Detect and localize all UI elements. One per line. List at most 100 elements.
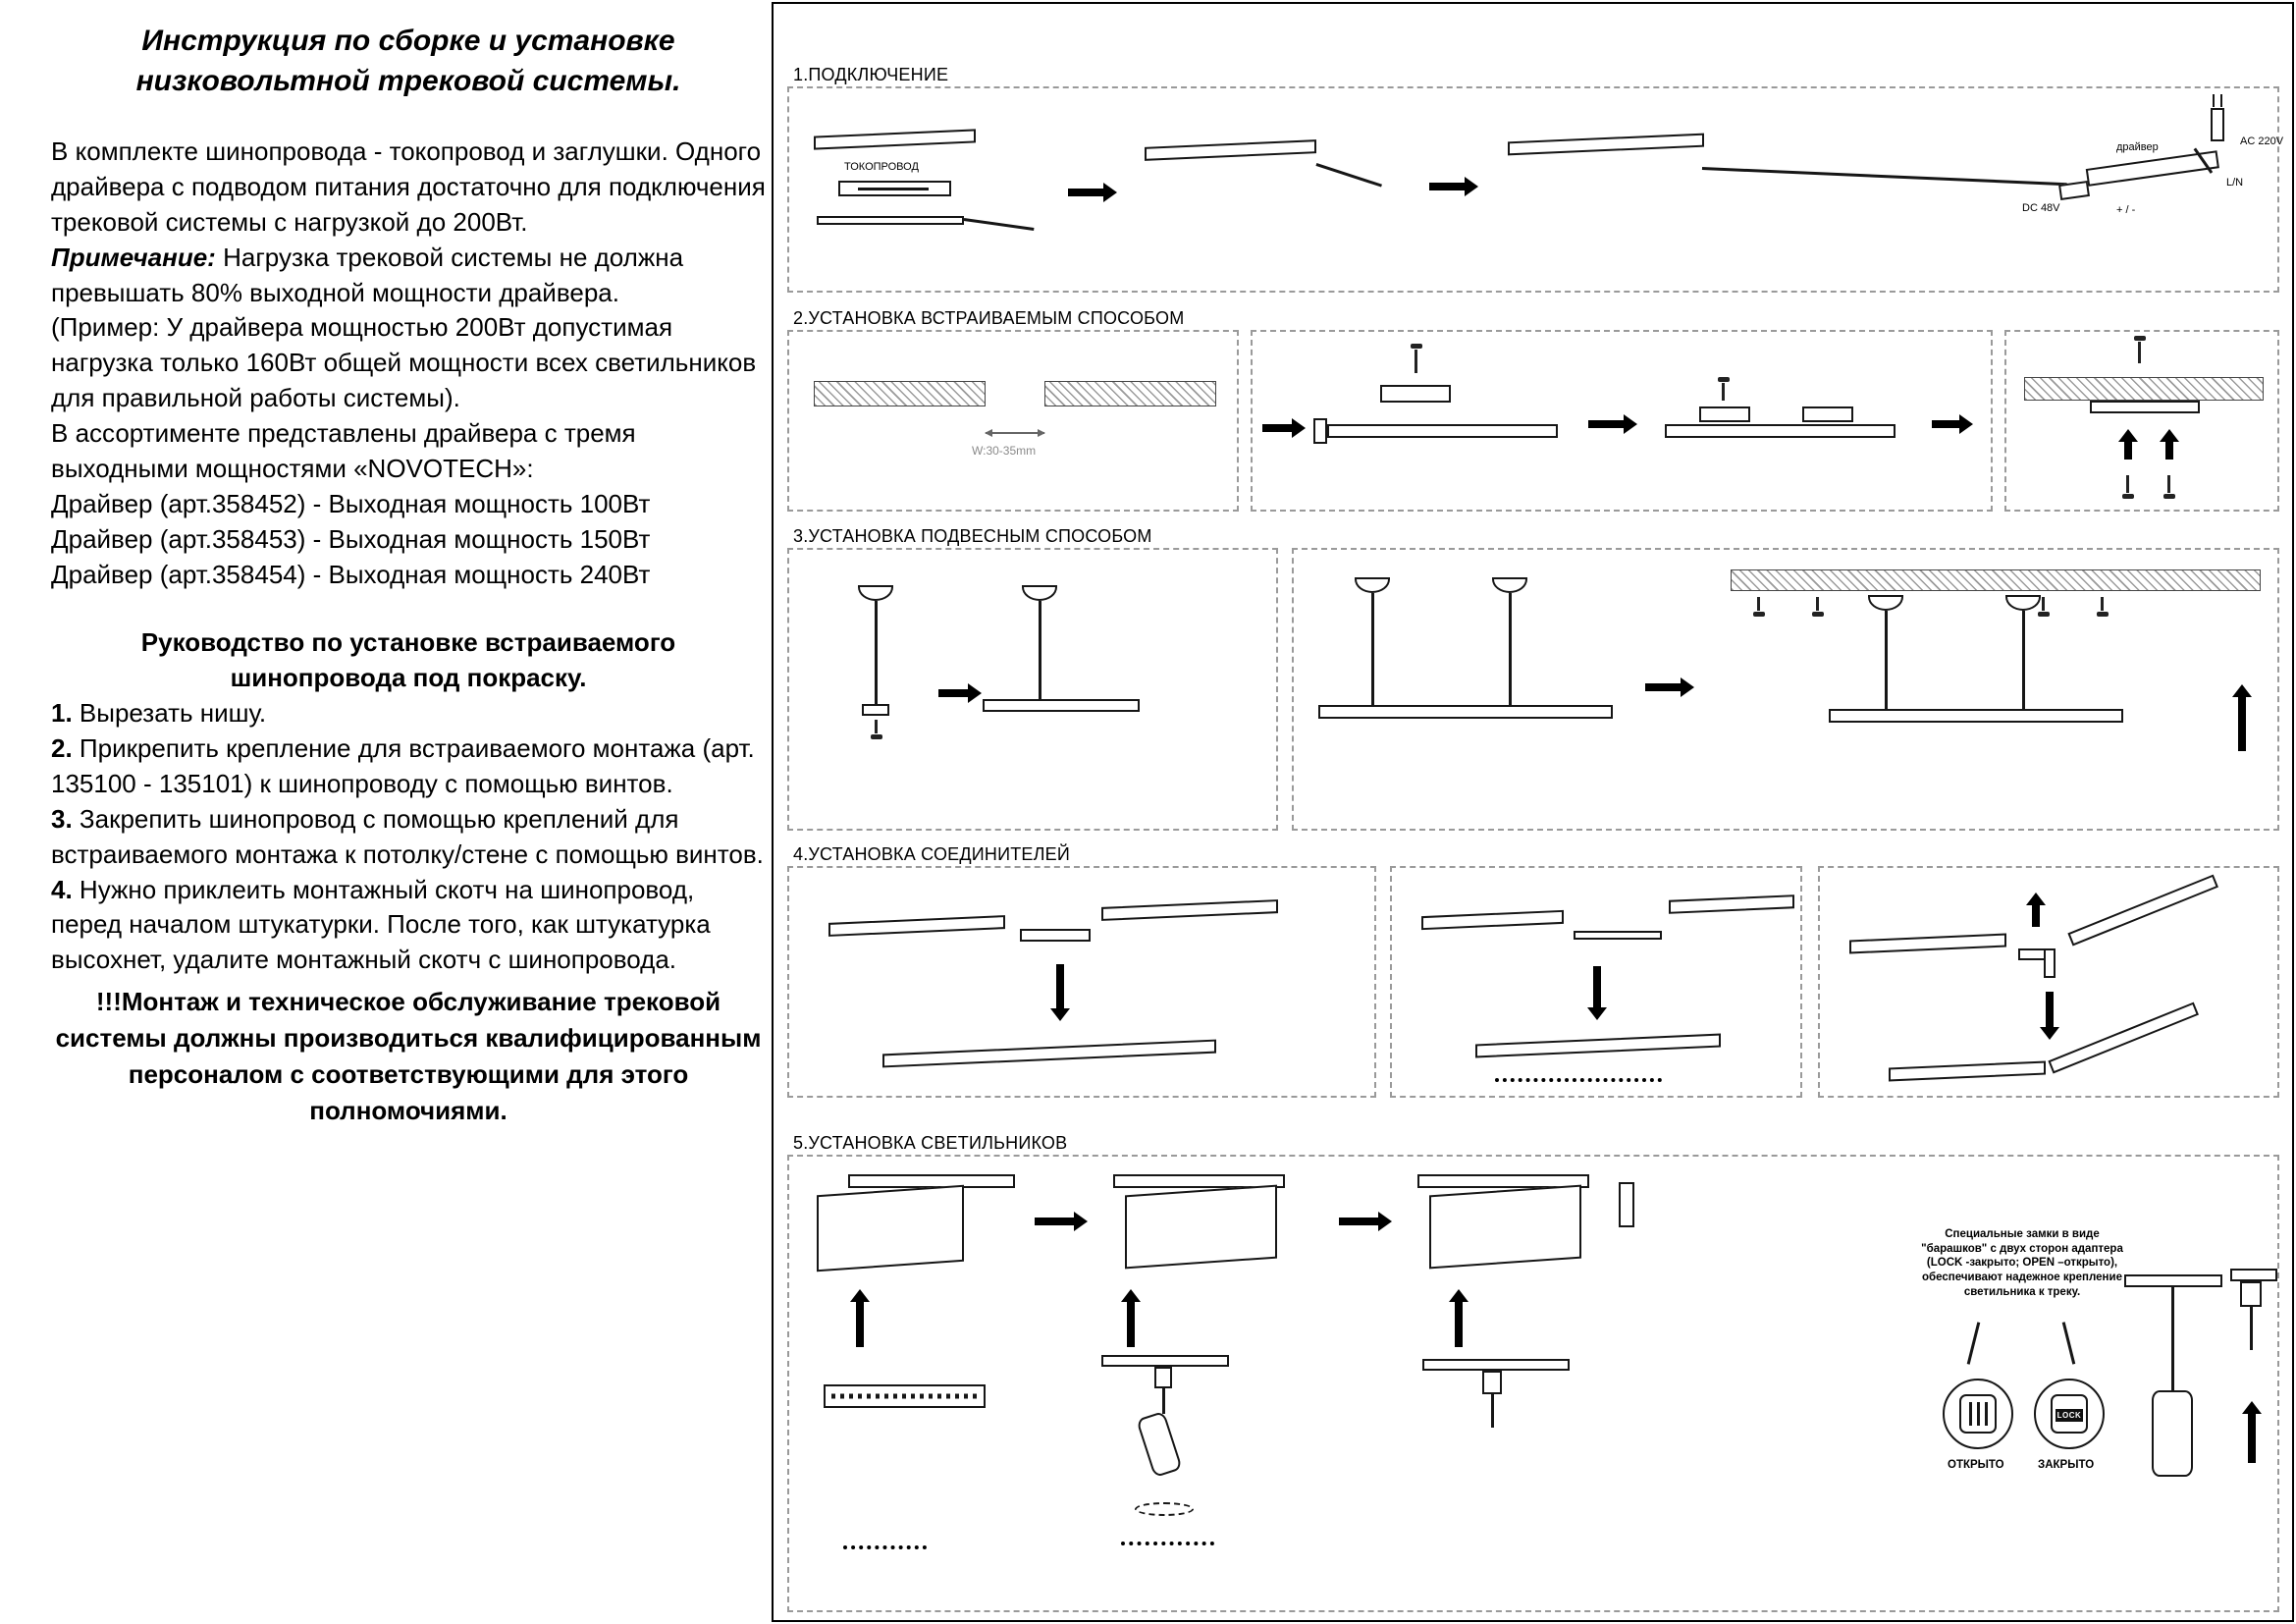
connector-piece — [1020, 929, 1091, 942]
busbar-label: ТОКОПРОВОД — [844, 161, 919, 173]
magnet-module — [1125, 1184, 1277, 1270]
suspension-rod — [1509, 593, 1512, 706]
corner-connector — [2044, 948, 2056, 978]
track-bar — [1849, 933, 2006, 954]
section-2-box-b — [1251, 330, 1993, 512]
track-clamp — [862, 704, 889, 716]
spot-luminaire — [1136, 1410, 1183, 1479]
driver-label: драйвер — [2116, 141, 2159, 153]
track-bar — [1101, 899, 1278, 921]
arrow-up-icon — [1449, 1289, 1468, 1347]
end-plate — [1313, 418, 1327, 444]
step-3-number: 3. — [51, 803, 73, 834]
arrow-right-icon — [1429, 177, 1478, 196]
section-5-title: 5.УСТАНОВКА СВЕТИЛЬНИКОВ — [793, 1133, 1068, 1153]
track-bar — [1101, 1355, 1229, 1367]
arrow-right-icon — [1068, 183, 1117, 202]
ln-label: L/N — [2226, 177, 2244, 189]
callout-line — [2061, 1322, 2075, 1365]
track-adapter — [1154, 1367, 1172, 1388]
magnet-module — [1429, 1184, 1581, 1270]
joined-track-angled — [2048, 1001, 2199, 1074]
pendant-canopy — [1492, 577, 1527, 593]
track-bar — [1508, 133, 1704, 156]
step-4-number: 4. — [51, 874, 73, 904]
ceiling-hatch — [1731, 569, 2261, 591]
section-4-box-a — [787, 866, 1376, 1098]
niche-width-label: W:30-35mm — [972, 444, 1037, 458]
section-4-box-c — [1818, 866, 2279, 1098]
track-bar — [1422, 1359, 1570, 1371]
mounting-screw-icon — [1757, 597, 1760, 611]
section-1-title: 1.ПОДКЛЮЧЕНИЕ — [793, 65, 949, 84]
callout-line — [1966, 1322, 1980, 1365]
track-adapter — [1482, 1371, 1502, 1394]
track-bar — [814, 129, 976, 150]
track-bar — [1113, 1174, 1285, 1188]
track-bar — [2230, 1269, 2277, 1281]
pendant-luminaire — [2152, 1390, 2193, 1477]
joined-track — [1475, 1033, 1721, 1058]
section-3-box-a — [787, 548, 1278, 831]
power-plug — [2211, 108, 2224, 141]
pendant-cord — [2171, 1287, 2174, 1390]
mounting-screw-icon — [2133, 336, 2146, 363]
suspension-rod — [2022, 611, 2025, 709]
ac-label: AC 220V — [2240, 135, 2284, 147]
page-title: Инструкция по сборке и установке низково… — [135, 25, 681, 97]
arrow-right-icon — [1339, 1212, 1392, 1231]
driver-line-3: Драйвер (арт.358454) - Выходная мощность… — [51, 559, 651, 589]
mounting-screw-icon — [1410, 344, 1422, 373]
pendant-canopy — [1022, 585, 1057, 601]
arrow-up-icon — [2242, 1401, 2262, 1463]
pendant-cord — [2250, 1307, 2253, 1350]
arrow-up-icon — [1121, 1289, 1141, 1347]
arrow-up-icon — [2118, 429, 2138, 460]
section-4-title: 4.УСТАНОВКА СОЕДИНИТЕЛЕЙ — [793, 844, 1070, 864]
step-3: 3. Закрепить шинопровод с помощью крепле… — [51, 802, 766, 873]
arrow-up-icon — [2026, 893, 2046, 927]
section-2-box-a: W:30-35mm — [787, 330, 1239, 512]
section-3-box-b — [1292, 548, 2279, 831]
dc-label: DC 48V — [2022, 202, 2060, 214]
arrow-right-icon — [1262, 418, 1306, 438]
recessed-bracket — [1380, 385, 1451, 403]
arrow-right-icon — [1932, 414, 1973, 434]
cable-line — [1701, 167, 2067, 186]
polarity-label: + / - — [2116, 204, 2136, 216]
dim-line — [985, 429, 1045, 437]
arrow-right-icon — [1645, 677, 1694, 697]
step-1: 1. Вырезать нишу. — [51, 696, 766, 731]
joined-track — [882, 1039, 1216, 1068]
section-2-title: 2.УСТАНОВКА ВСТРАИВАЕМЫМ СПОСОБОМ — [793, 308, 1185, 328]
step-1-text: Вырезать нишу. — [79, 698, 267, 729]
mounting-screw-icon — [875, 720, 878, 733]
lock-detail-closed: LOCK — [2034, 1379, 2105, 1449]
track-bar — [983, 699, 1140, 712]
plug-prong — [2213, 94, 2215, 107]
driver-line-1: Драйвер (арт.358452) - Выходная мощность… — [51, 488, 651, 518]
track-bar — [828, 915, 1005, 937]
step-2: 2. Прикрепить крепление для встраиваемог… — [51, 731, 766, 802]
connector-pin — [1574, 931, 1662, 940]
track-bar — [1417, 1174, 1589, 1188]
rotation-dashes — [1135, 1502, 1194, 1516]
assortment-paragraph: В ассортименте представлены драйвера с т… — [51, 418, 636, 483]
guide-title: Руководство по установке встраиваемого ш… — [140, 627, 676, 693]
intro-paragraph: В комплекте шинопровода - токопровод и з… — [51, 136, 766, 237]
section-2-box-c — [2004, 330, 2279, 512]
feed-rod — [817, 216, 964, 225]
suspension-rod — [1885, 611, 1888, 709]
mounting-screw-icon — [1717, 377, 1730, 401]
step-3-text: Закрепить шинопровод с помощью креплений… — [51, 803, 764, 869]
joined-track — [1889, 1060, 2046, 1082]
dotted-line — [1121, 1542, 1214, 1545]
track-bar — [1145, 139, 1316, 161]
step-2-number: 2. — [51, 733, 73, 763]
arrow-down-icon — [1587, 966, 1607, 1020]
section-4-box-b — [1390, 866, 1802, 1098]
dotted-line — [1495, 1078, 1662, 1082]
arrow-right-icon — [938, 683, 982, 703]
arrow-up-icon — [850, 1289, 870, 1347]
note-label: Примечание: — [51, 242, 216, 272]
